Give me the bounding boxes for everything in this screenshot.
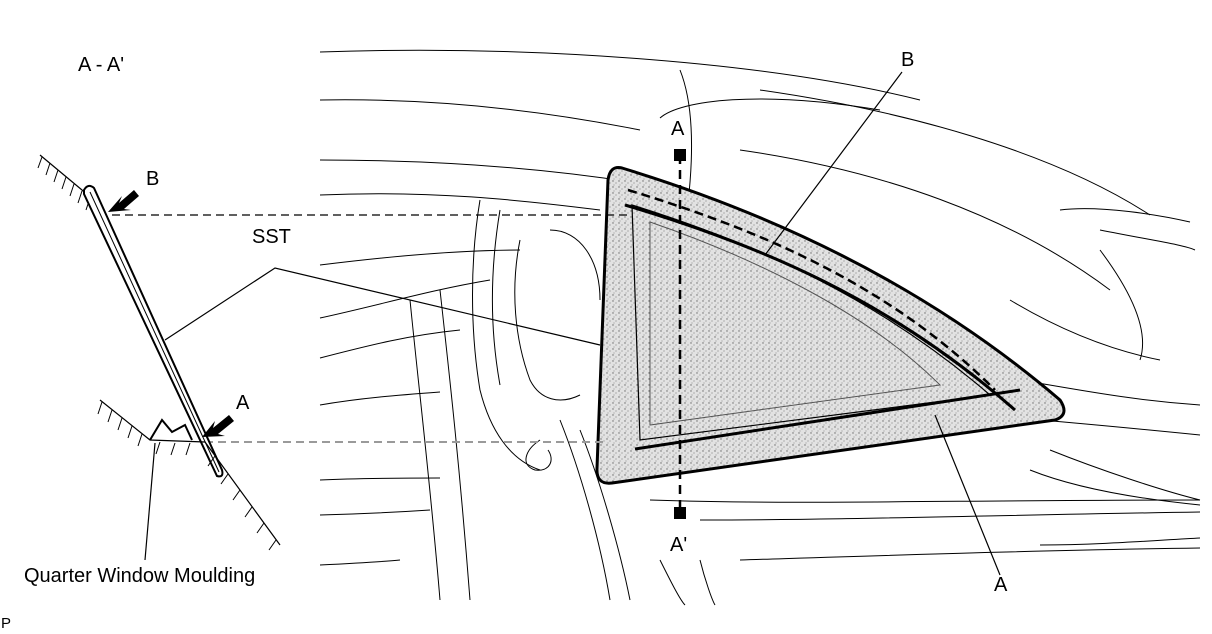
section-marker-bottom xyxy=(674,507,686,519)
section-title: A - A' xyxy=(78,54,125,76)
leader-b-right xyxy=(764,71,903,256)
glass-inner-edge-2 xyxy=(649,221,942,426)
arrow-a-icon xyxy=(202,415,234,437)
moulding-line-a xyxy=(634,388,1021,451)
moulding-clip xyxy=(149,418,193,441)
label-a-bottom: A' xyxy=(670,534,688,556)
projection-lines xyxy=(112,214,628,443)
leader-sst xyxy=(164,267,601,346)
leader-moulding xyxy=(144,442,156,561)
glass-panel xyxy=(595,166,1066,485)
leader-a-right xyxy=(934,414,1001,576)
label-a-top: A xyxy=(671,118,685,140)
lower-hatching xyxy=(97,401,277,551)
label-b-left: B xyxy=(146,168,160,190)
label-a-left: A xyxy=(236,392,250,414)
section-marker-top xyxy=(674,149,686,161)
quarter-window-glass xyxy=(595,166,1066,485)
lower-body-edge xyxy=(99,399,281,546)
label-moulding: Quarter Window Moulding xyxy=(24,565,256,587)
leader-lines xyxy=(164,71,1001,576)
label-a-right: A xyxy=(994,574,1008,596)
section-line-a-a xyxy=(674,149,686,519)
car-body-outline xyxy=(319,49,1201,606)
corner-mark: P xyxy=(1,615,12,632)
arrow-b-icon xyxy=(108,190,139,212)
section-view xyxy=(37,154,281,561)
label-b-right: B xyxy=(901,49,915,71)
label-sst: SST xyxy=(252,226,291,248)
